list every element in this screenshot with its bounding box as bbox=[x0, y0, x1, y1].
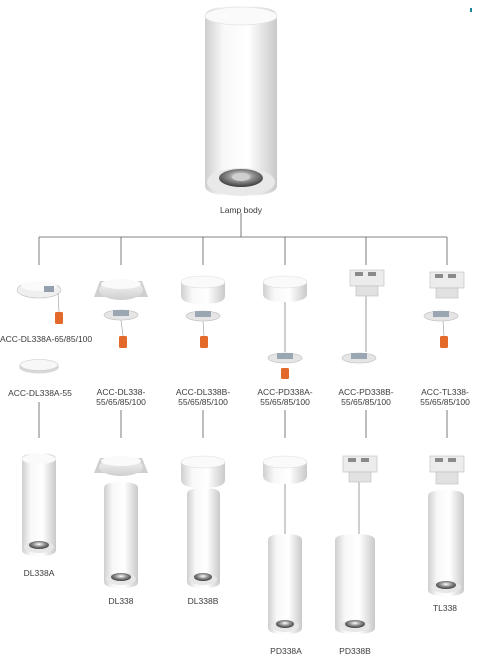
product-label-pd338a: PD338A bbox=[270, 646, 302, 656]
product-label-dl338a: DL338A bbox=[23, 568, 55, 578]
product-dl338-image bbox=[94, 456, 148, 588]
corner-mark bbox=[470, 8, 472, 12]
accessory-dl338b-image bbox=[180, 275, 226, 348]
product-label-pd338b: PD338B bbox=[339, 646, 371, 656]
accessory-label-pd338a-line2: 55/65/85/100 bbox=[260, 397, 310, 407]
accessory-label-dl338b-line2: 55/65/85/100 bbox=[178, 397, 228, 407]
product-label-dl338: DL338 bbox=[108, 596, 134, 606]
lamp-body-image bbox=[204, 6, 278, 196]
product-dl338b-image bbox=[180, 455, 226, 588]
accessory-label-dl338b-line1: ACC-DL338B- bbox=[175, 387, 231, 397]
accessory-label-dl338-line1: ACC-DL338- bbox=[96, 387, 146, 397]
accessory-tl338-image bbox=[423, 271, 465, 348]
product-pd338a-image bbox=[262, 455, 308, 634]
accessory-pd338a-image bbox=[262, 275, 308, 379]
product-tl338-image bbox=[428, 455, 465, 596]
accessory-dl338a-image bbox=[16, 281, 63, 324]
accessory-label-pd338a-line1: ACC-PD338A- bbox=[257, 387, 313, 397]
accessory-dl338a-55-image bbox=[19, 359, 59, 374]
accessory-label-pd338b-line2: 55/65/85/100 bbox=[341, 397, 391, 407]
product-label-tl338: TL338 bbox=[432, 603, 458, 613]
lamp-body-label: Lamp body bbox=[219, 205, 263, 215]
connector-tree bbox=[38, 213, 448, 438]
accessory-label-dl338-line2: 55/65/85/100 bbox=[96, 397, 146, 407]
product-dl338a-image bbox=[22, 453, 56, 556]
accessory-pd338b-image bbox=[341, 269, 385, 364]
accessory-label-tl338-line2: 55/65/85/100 bbox=[420, 397, 470, 407]
product-pd338b-image bbox=[335, 455, 378, 634]
accessory-dl338-image bbox=[94, 279, 148, 348]
accessory-label-dl338a-55: ACC-DL338A-55 bbox=[8, 388, 72, 398]
accessory-label-pd338b-line1: ACC-PD338B- bbox=[338, 387, 394, 397]
product-label-dl338b: DL338B bbox=[187, 596, 219, 606]
accessory-label-tl338-line1: ACC-TL338- bbox=[421, 387, 469, 397]
accessory-label-dl338a: ACC-DL338A-65/85/100 bbox=[0, 334, 93, 344]
